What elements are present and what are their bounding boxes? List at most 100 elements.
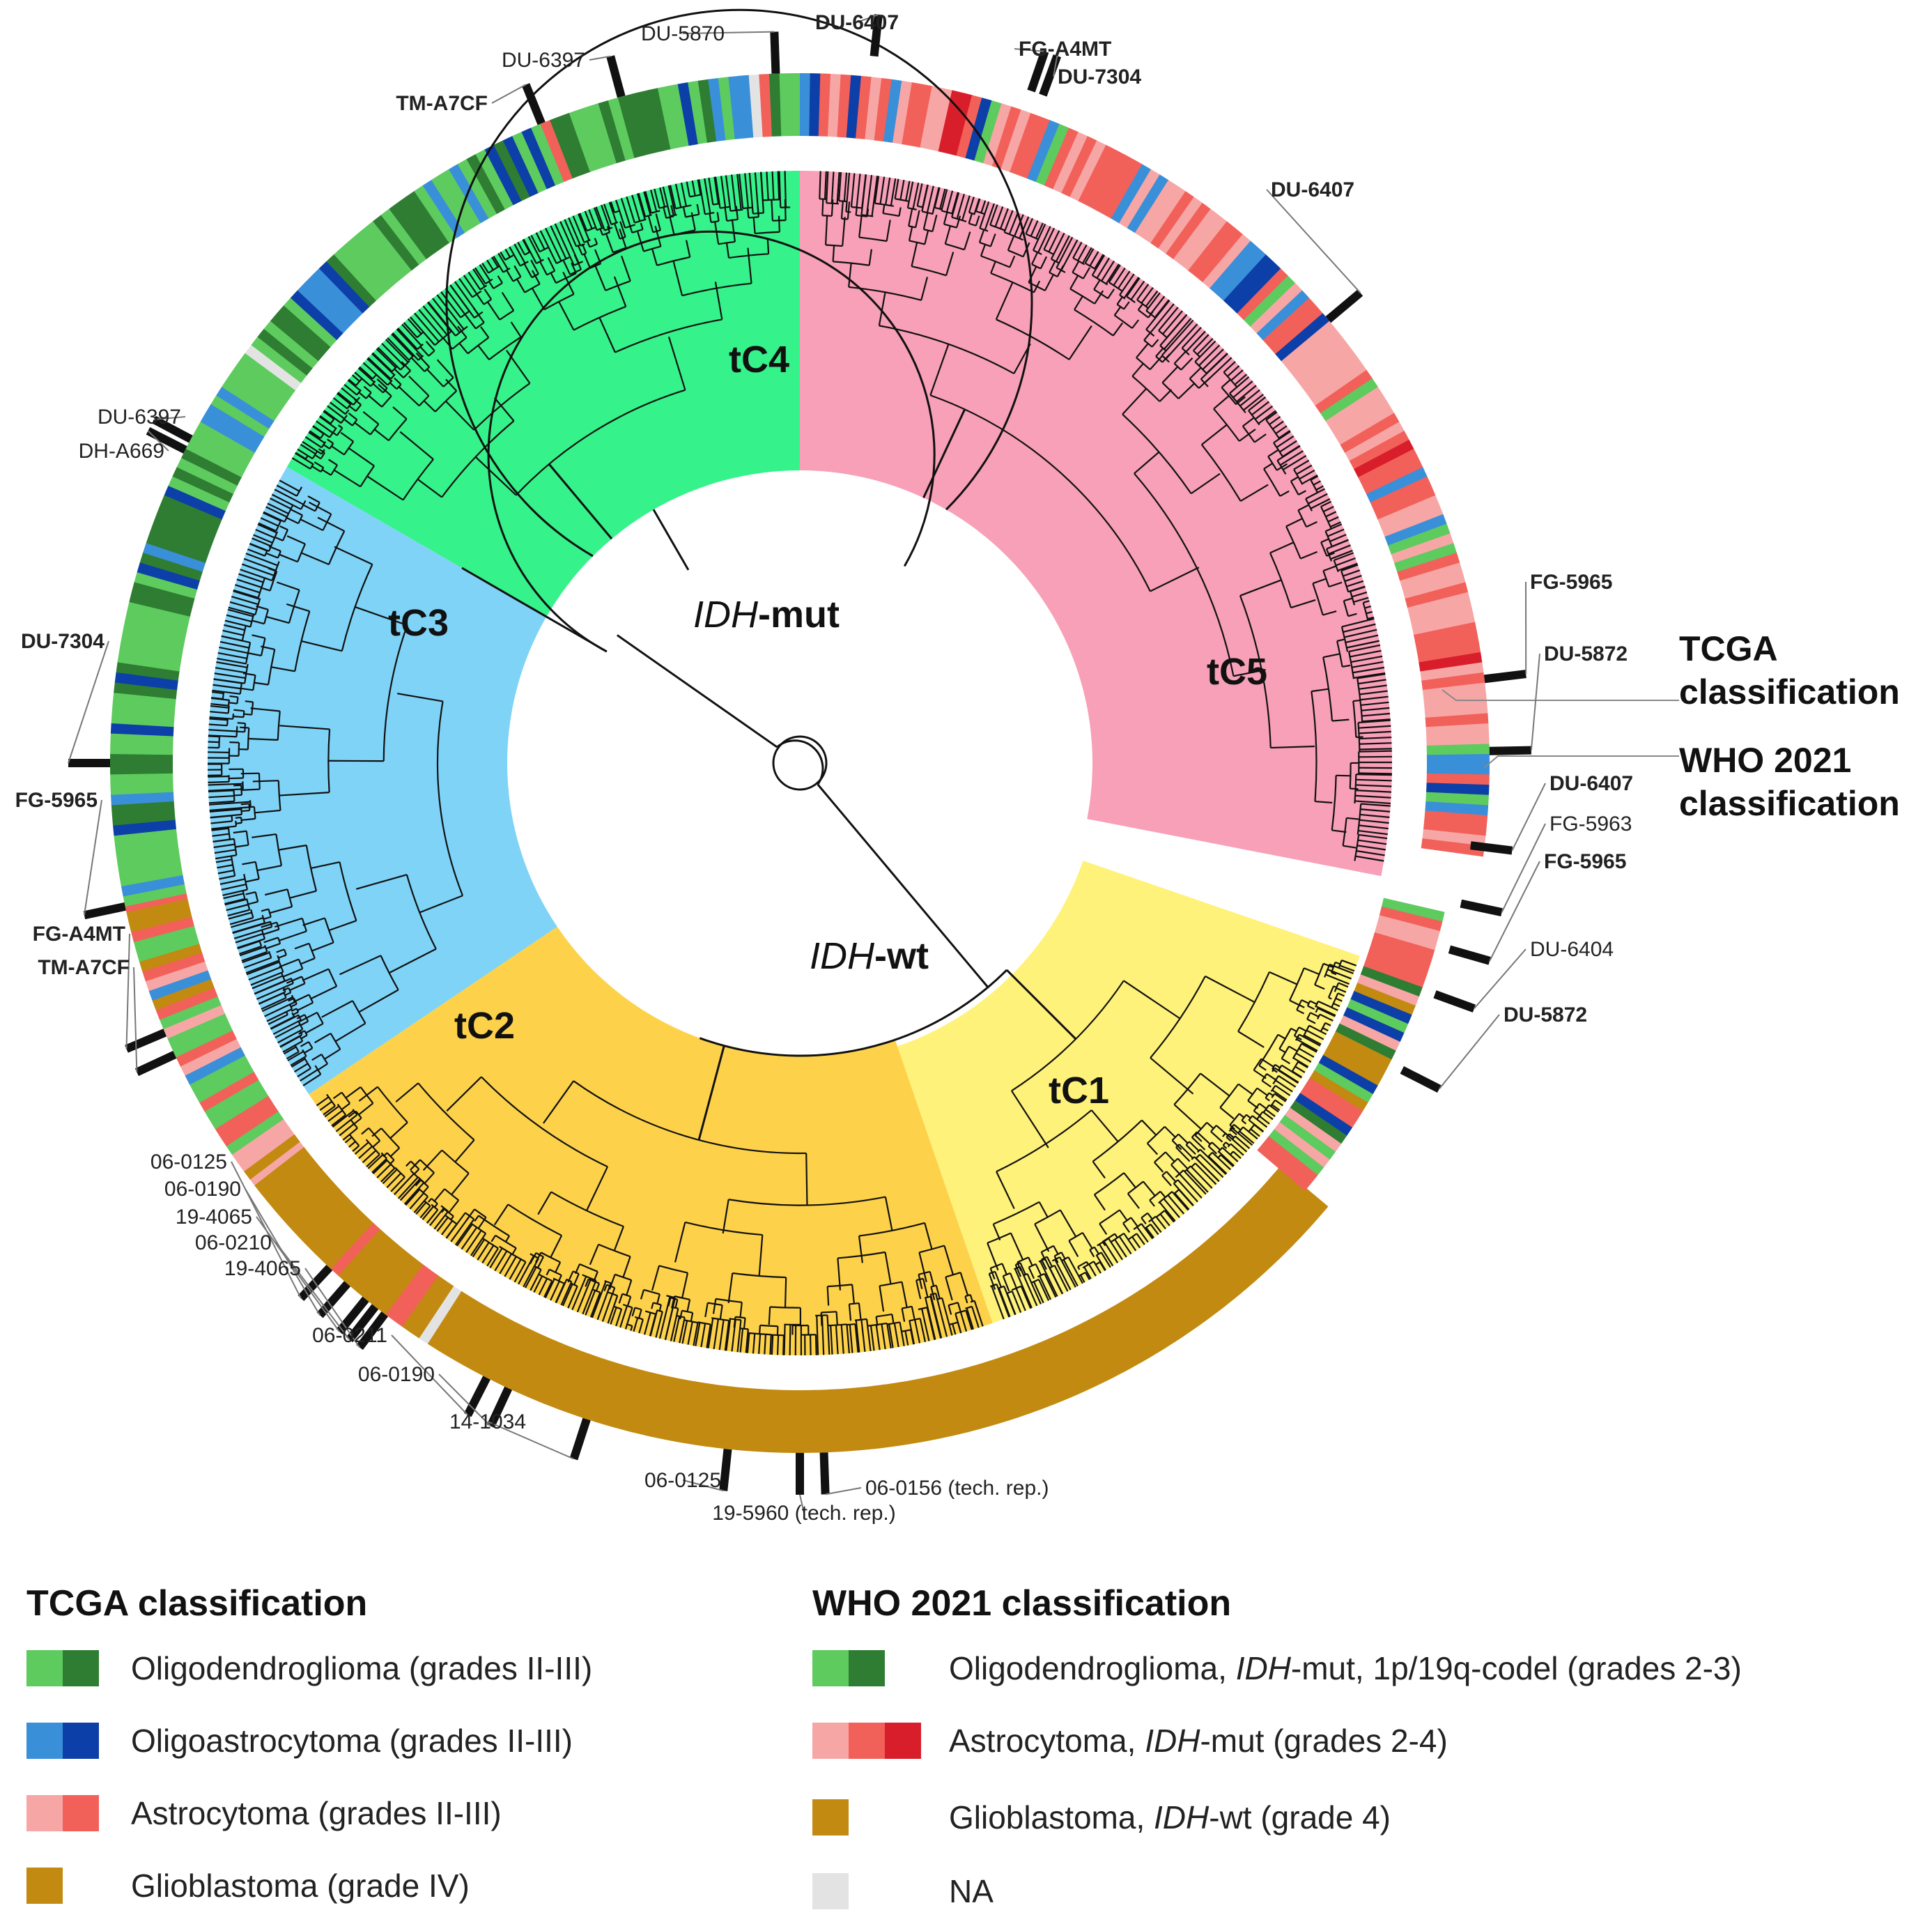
dendrogram-branch bbox=[935, 1285, 941, 1299]
dendrogram-leaf bbox=[211, 697, 224, 700]
dendrogram-leaf bbox=[1325, 973, 1350, 985]
dendrogram-branch bbox=[558, 301, 575, 331]
dendrogram-leaf bbox=[465, 1230, 482, 1253]
dendrogram-leaf bbox=[1101, 260, 1115, 282]
dendrogram-branch bbox=[550, 1235, 563, 1258]
dendrogram-branch bbox=[552, 1277, 565, 1284]
dendrogram-leaf bbox=[249, 542, 270, 553]
legend-swatch bbox=[812, 1650, 849, 1686]
dendrogram-branch bbox=[1211, 1141, 1221, 1150]
dendrogram-leaf bbox=[1350, 649, 1382, 658]
dendrogram-branch bbox=[957, 1302, 961, 1312]
dendrogram-leaf bbox=[1352, 661, 1384, 668]
dendrogram-branch bbox=[1178, 1144, 1194, 1159]
dendrogram-leaf bbox=[407, 318, 422, 334]
dendrogram-branch bbox=[1146, 1142, 1159, 1155]
dendrogram-branch bbox=[994, 1271, 1002, 1288]
dendrogram-branch bbox=[1206, 1122, 1214, 1130]
dendrogram-branch bbox=[1290, 599, 1316, 609]
sample-leader bbox=[147, 430, 169, 452]
dendrogram-branch bbox=[1165, 1151, 1175, 1162]
dendrogram-branch bbox=[1040, 256, 1048, 269]
tcga-ring-segment bbox=[856, 75, 872, 139]
dendrogram-branch bbox=[573, 1273, 580, 1286]
dendrogram-leaf bbox=[669, 185, 677, 209]
dendrogram-leaf bbox=[736, 1320, 742, 1353]
dendrogram-branch bbox=[389, 1147, 401, 1157]
dendrogram-branch bbox=[619, 221, 626, 238]
dendrogram-leaf bbox=[1232, 1150, 1242, 1160]
tcga-ring-segment bbox=[1053, 132, 1088, 194]
dendrogram-leaf bbox=[1163, 318, 1192, 350]
dendrogram-leaf bbox=[1055, 235, 1070, 262]
dendrogram-branch bbox=[1090, 1109, 1119, 1143]
dendrogram-leaf bbox=[286, 1051, 300, 1060]
dendrogram-branch bbox=[1085, 1261, 1090, 1265]
tcga-ring-segment bbox=[337, 1229, 387, 1283]
dendrogram-branch bbox=[1342, 664, 1350, 668]
dendrogram-leaf bbox=[1079, 1275, 1085, 1283]
dendrogram-branch bbox=[1263, 468, 1281, 497]
dendrogram-branch bbox=[395, 1082, 419, 1103]
tcga-ring-segment bbox=[1143, 185, 1187, 244]
dendrogram-leaf bbox=[1035, 222, 1044, 239]
tcga-ring-segment bbox=[146, 532, 209, 563]
dendrogram-leaf bbox=[1265, 1109, 1276, 1117]
sample-tick bbox=[1039, 54, 1062, 97]
sample-label: 06-0210 bbox=[195, 1231, 272, 1254]
dendrogram-leaf bbox=[601, 1293, 613, 1322]
dendrogram-leaf bbox=[380, 1167, 396, 1183]
dendrogram-leaf bbox=[999, 208, 1009, 229]
tcga-ring-segment bbox=[902, 82, 923, 146]
dendrogram-leaf bbox=[272, 1019, 302, 1036]
dendrogram-leaf bbox=[1212, 1151, 1231, 1171]
dendrogram-leaf bbox=[904, 1330, 909, 1346]
tcga-ring-segment bbox=[1216, 247, 1267, 301]
dendrogram-leaf bbox=[300, 1069, 318, 1082]
sample-label: DU-6404 bbox=[1530, 938, 1614, 961]
tcga-ring-segment bbox=[872, 1385, 890, 1449]
dendrogram-leaf bbox=[246, 961, 280, 976]
dendrogram-leaf bbox=[527, 236, 542, 261]
dendrogram-leaf bbox=[235, 584, 261, 594]
dendrogram-branch bbox=[638, 1309, 642, 1318]
dendrogram-branch bbox=[1269, 541, 1295, 554]
dendrogram-leaf bbox=[210, 711, 229, 714]
dendrogram-branch bbox=[300, 1020, 309, 1026]
dendrogram-branch bbox=[410, 357, 426, 372]
sample-label: 19-4065 bbox=[224, 1257, 301, 1280]
dendrogram-leaf bbox=[789, 1324, 791, 1355]
dendrogram-branch bbox=[594, 265, 607, 291]
dendrogram-branch bbox=[1143, 1180, 1156, 1196]
dendrogram-branch bbox=[302, 968, 330, 981]
tcga-ring-segment bbox=[1422, 829, 1486, 847]
sample-label: DU-5872 bbox=[1504, 1003, 1587, 1026]
dendrogram-branch bbox=[265, 615, 290, 624]
dendrogram-branch bbox=[343, 418, 353, 426]
dendrogram-branch bbox=[918, 1274, 923, 1289]
dendrogram-leaf bbox=[1295, 1065, 1306, 1073]
dendrogram-branch bbox=[832, 245, 835, 262]
who-ring-segment bbox=[1268, 1129, 1324, 1176]
tcga-ring-segment bbox=[1377, 495, 1440, 529]
dendrogram-branch bbox=[858, 215, 863, 238]
tcga-ring-segment bbox=[114, 672, 178, 690]
dendrogram-branch bbox=[326, 438, 334, 445]
tcga-ring-segment bbox=[1000, 109, 1032, 173]
tcga-ring-segment bbox=[1018, 116, 1051, 179]
dendrogram-branch bbox=[768, 1307, 771, 1325]
dendrogram-branch bbox=[226, 718, 229, 726]
dendrogram-branch bbox=[316, 1012, 324, 1024]
dendrogram-leaf bbox=[513, 243, 526, 264]
dendrogram-leaf bbox=[619, 1305, 628, 1328]
dendrogram-leaf bbox=[1353, 672, 1386, 679]
dendrogram-leaf bbox=[1077, 244, 1088, 261]
dendrogram-leaf bbox=[1123, 1233, 1137, 1252]
dendrogram-branch bbox=[372, 1140, 380, 1148]
tcga-ring-segment bbox=[540, 119, 573, 183]
dendrogram-leaf bbox=[965, 1310, 973, 1330]
dendrogram-branch bbox=[1281, 1058, 1290, 1065]
idh-wt-arc bbox=[699, 969, 1008, 1057]
dendrogram-branch bbox=[231, 815, 233, 822]
dendrogram-leaf bbox=[1060, 239, 1079, 271]
